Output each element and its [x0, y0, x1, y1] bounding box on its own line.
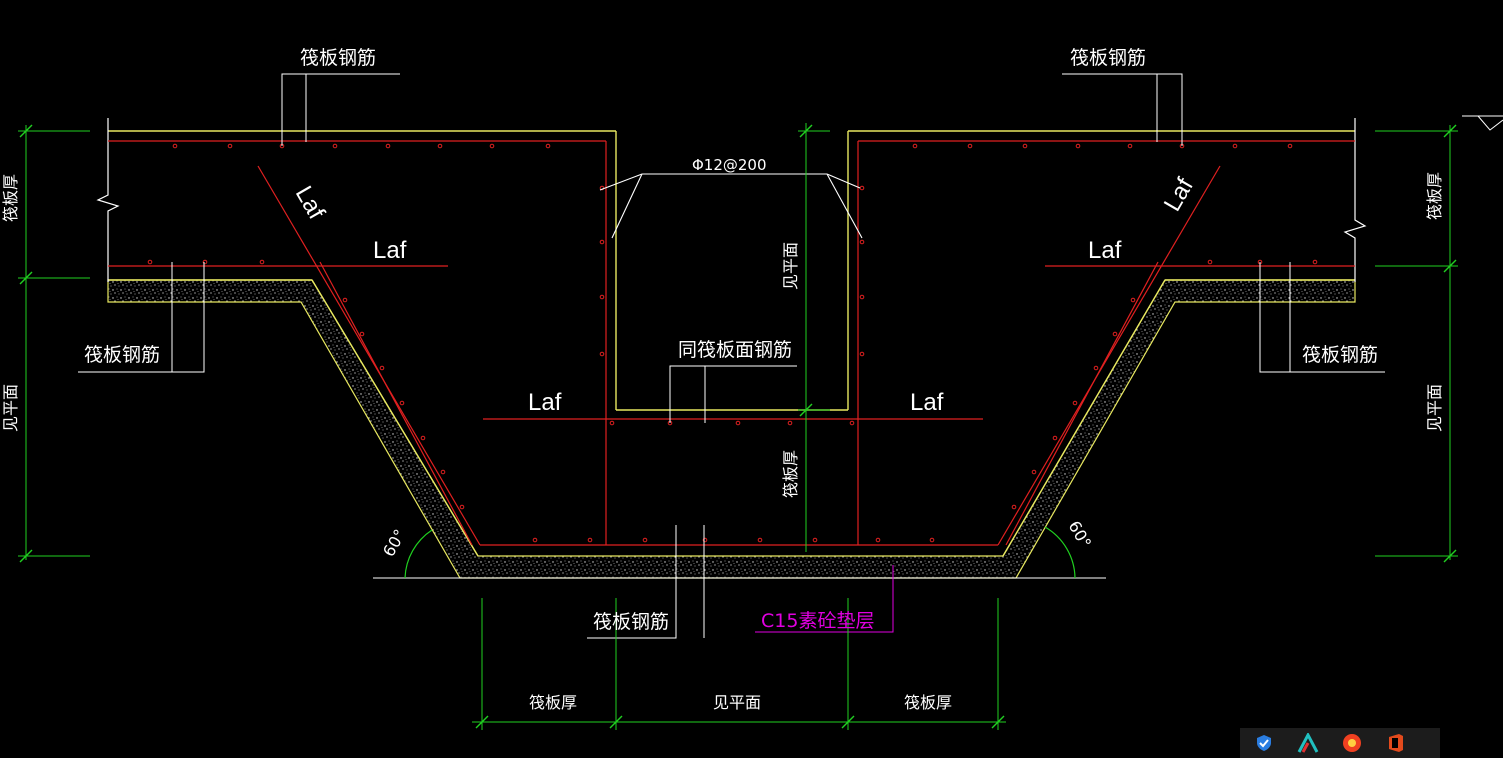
cushion-leader: [755, 565, 894, 633]
autodesk-icon[interactable]: [1296, 731, 1320, 755]
label-raft-rebar-bottom: 筏板钢筋: [593, 611, 669, 633]
label-laf-diag-right: Laf: [1159, 173, 1199, 216]
label-raft-rebar-mid-right: 筏板钢筋: [1302, 344, 1378, 366]
label-angle-right: 60°: [1065, 518, 1096, 552]
dim-center-upper: 见平面: [781, 242, 800, 290]
dimension-ticks: [19, 124, 1457, 729]
break-lines: [96, 118, 1367, 282]
label-laf-upper-left: Laf: [373, 237, 407, 264]
app-orange-icon[interactable]: [1340, 731, 1364, 755]
stirrup-hooks: [599, 173, 863, 239]
label-raft-rebar-top-left: 筏板钢筋: [300, 47, 376, 69]
office-icon[interactable]: [1384, 731, 1408, 755]
dim-bottom-right: 筏板厚: [904, 693, 952, 712]
label-laf-lower-left: Laf: [528, 389, 562, 416]
label-same-as-raft-top: 同筏板面钢筋: [678, 339, 792, 361]
dimension-lines: [18, 123, 1458, 730]
dim-left-bottom: 见平面: [1, 384, 20, 432]
label-angle-left: 60°: [379, 526, 410, 560]
structure-outline: [108, 130, 1355, 557]
level-marker: [1462, 115, 1503, 131]
label-laf-upper-right: Laf: [1088, 237, 1122, 264]
label-laf-diag-left: Laf: [290, 182, 330, 225]
label-laf-lower-right: Laf: [910, 389, 944, 416]
label-raft-rebar-top-right: 筏板钢筋: [1070, 47, 1146, 69]
rebar-lines: [108, 140, 1355, 546]
rebar-dots: [147, 143, 1318, 543]
dim-bottom-center: 见平面: [713, 693, 761, 712]
dim-right-bottom: 见平面: [1425, 384, 1444, 432]
leader-lines: [78, 73, 1385, 639]
shield-icon[interactable]: [1252, 731, 1276, 755]
concrete-cushion-layer: [107, 279, 1356, 579]
dim-center-lower: 筏板厚: [781, 450, 800, 498]
label-raft-rebar-mid-left: 筏板钢筋: [84, 344, 160, 366]
dim-right-top: 筏板厚: [1425, 172, 1444, 220]
label-stirrup-spec: Φ12@200: [692, 156, 767, 174]
system-tray: [1240, 728, 1440, 758]
dim-bottom-left: 筏板厚: [529, 693, 577, 712]
label-concrete-cushion: C15素砼垫层: [761, 610, 874, 632]
angle-arcs: [404, 526, 1076, 579]
dim-left-top: 筏板厚: [1, 174, 20, 222]
